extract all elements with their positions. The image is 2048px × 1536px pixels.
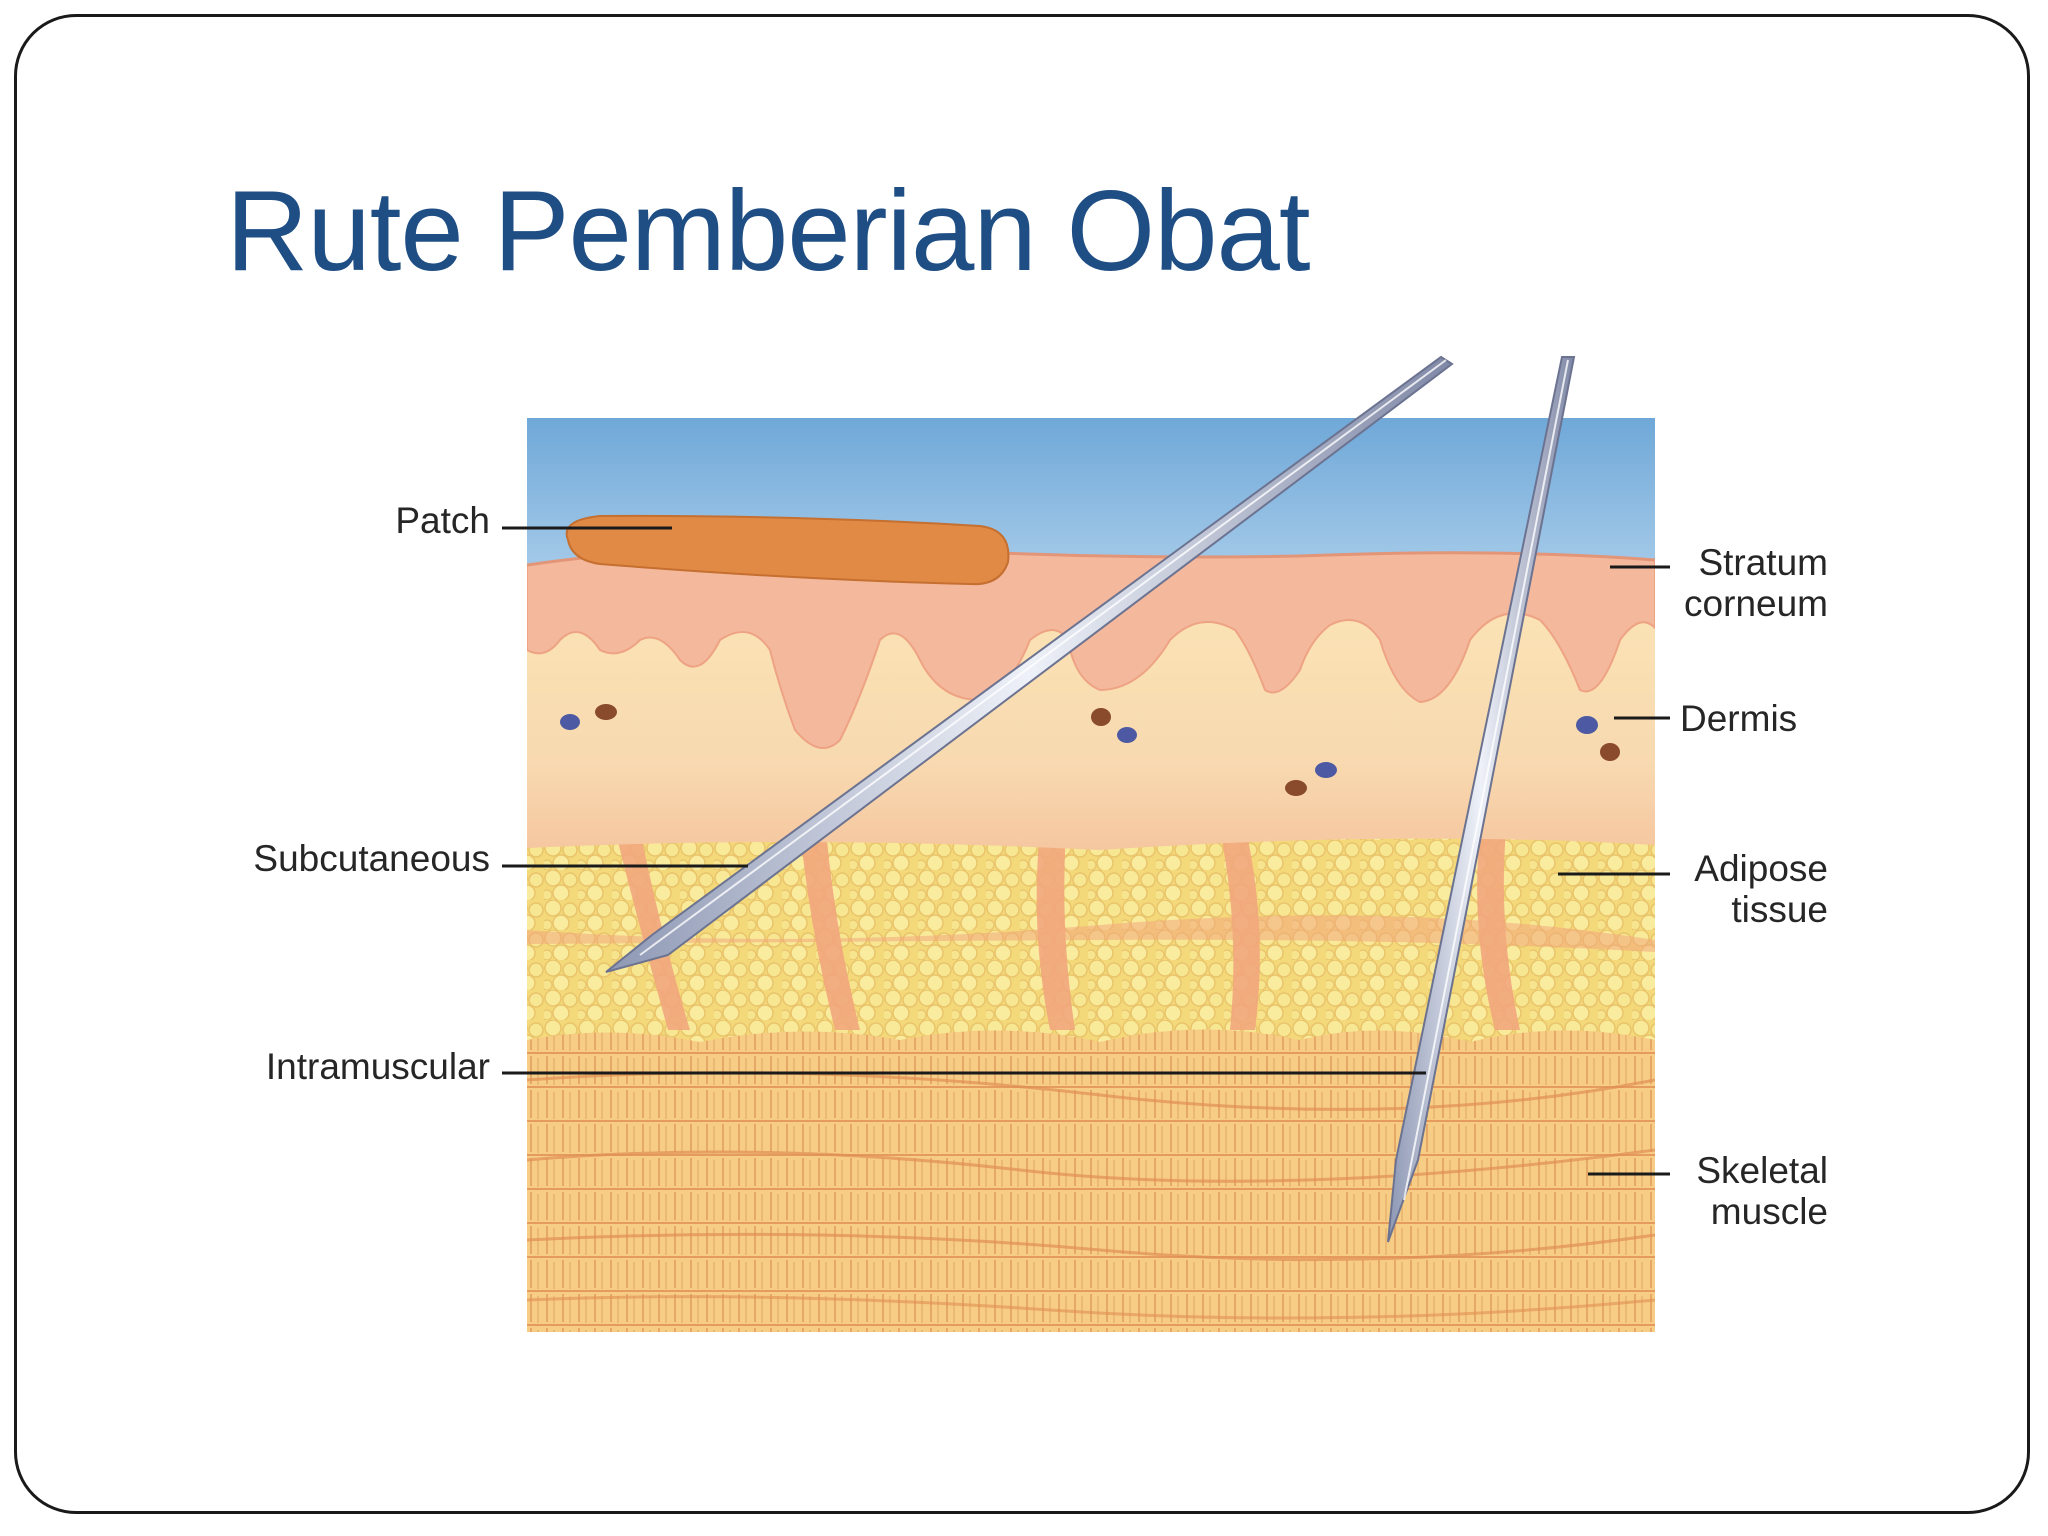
label-stratum-corneum-line2: corneum xyxy=(1684,583,1828,624)
blood-vessels xyxy=(560,704,1620,796)
label-skeletal-muscle: Skeletal muscle xyxy=(1660,1150,1828,1232)
label-adipose-line1: Adipose xyxy=(1694,848,1828,889)
intramuscular-needle xyxy=(1387,356,1576,1243)
label-stratum-corneum-line1: Stratum xyxy=(1698,542,1828,583)
slide-title: Rute Pemberian Obat xyxy=(226,168,1311,295)
label-patch: Patch xyxy=(395,500,490,541)
label-skeletal-line1: Skeletal xyxy=(1696,1150,1828,1191)
label-dermis: Dermis xyxy=(1680,698,1798,739)
label-intramuscular: Intramuscular xyxy=(265,1046,490,1087)
label-adipose-line2: tissue xyxy=(1731,889,1828,930)
label-adipose-tissue: Adipose tissue xyxy=(1660,848,1828,930)
subcutaneous-needle xyxy=(605,355,1454,973)
transdermal-patch xyxy=(565,514,1010,586)
label-subcutaneous: Subcutaneous xyxy=(253,838,490,879)
label-stratum-corneum: Stratum corneum xyxy=(1660,542,1828,624)
label-skeletal-line2: muscle xyxy=(1710,1191,1828,1232)
